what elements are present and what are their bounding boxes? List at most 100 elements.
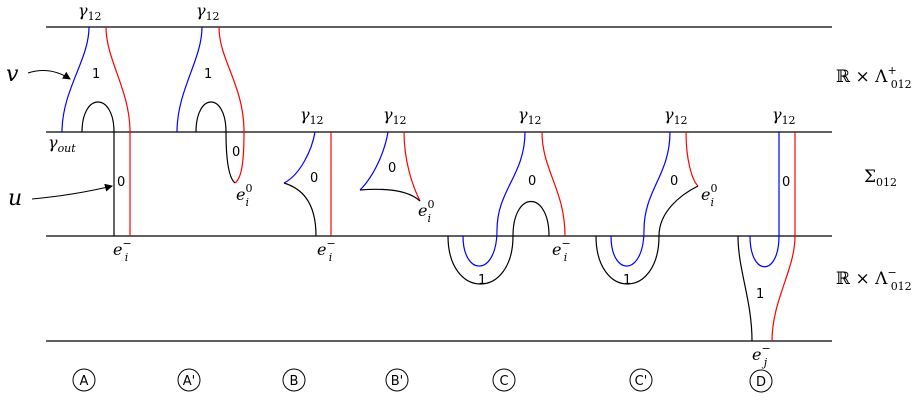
e-label: e−j (752, 342, 771, 369)
level-label-bottom: ℝ × Λ−012 (836, 266, 912, 293)
gamma-label-symbol: γ (300, 105, 310, 124)
region-label-0: 0 (117, 175, 125, 190)
case-text: B' (391, 374, 404, 389)
region-label-0: 0 (388, 161, 396, 176)
case-a: 1 0 γ12 γout e−i (48, 1, 132, 264)
gamma-label: γ12 (383, 105, 407, 127)
gamma-out-label-symbol: γ (48, 133, 58, 152)
label-u: u (8, 186, 22, 211)
gamma-label-sub: 12 (528, 114, 542, 127)
arrow-v (27, 70, 71, 80)
gamma-label: γ12 (664, 105, 688, 127)
level-label-mid-text: Σ (864, 167, 876, 187)
region-label-0: 0 (782, 175, 790, 190)
curve-blue (610, 131, 671, 267)
curve-red (105, 26, 131, 236)
case-text: A (80, 374, 89, 389)
region-label-1: 1 (92, 67, 100, 82)
curve-blue (359, 131, 389, 191)
label-v: v (6, 62, 19, 87)
level-label-top-sup: + (887, 64, 896, 77)
case-circle (492, 368, 516, 392)
e-label-sub: i (427, 212, 431, 225)
curve-black (195, 101, 236, 184)
curve-black (737, 235, 753, 342)
curve-red (403, 131, 421, 202)
region-label-1: 1 (478, 273, 486, 288)
curve-blue (61, 26, 90, 133)
case-text: C (499, 374, 508, 389)
curve-blue (749, 132, 780, 268)
e-label-sup: 0 (427, 198, 434, 211)
gamma-label-symbol: γ (772, 105, 782, 124)
e-label-sup: 0 (245, 182, 252, 195)
curve-blue (283, 131, 316, 184)
e-label-sub: j (761, 356, 768, 369)
curve-red (771, 132, 796, 342)
curve-red (541, 131, 566, 237)
gamma-label-symbol: γ (383, 105, 393, 124)
curve-black (81, 101, 115, 236)
case-label-b-prime: B' (385, 368, 409, 392)
curve-red (685, 131, 699, 187)
case-label-c-prime: C' (629, 368, 653, 392)
arrow-u (31, 183, 113, 200)
region-label-0: 0 (310, 171, 318, 186)
curve-black (359, 188, 421, 202)
case-circle (749, 369, 773, 393)
e-label-sub: i (245, 196, 249, 209)
e-label-sup: − (326, 237, 335, 250)
gamma-label: γ12 (196, 1, 220, 23)
case-circle (629, 368, 653, 392)
region-label-0: 0 (670, 174, 678, 189)
gamma-label-symbol: γ (518, 105, 528, 124)
e-label-sub: i (564, 251, 568, 264)
e-label-symbol: e (113, 240, 122, 259)
e-label-sup: − (761, 342, 770, 355)
case-d: 0 1 γ12 e−j (737, 105, 796, 369)
level-label-top-sub: 012 (891, 78, 912, 91)
gamma-label-sub: 12 (206, 10, 220, 23)
level-label-top: ℝ × Λ+012 (836, 64, 912, 91)
gamma-out-label-sub: out (58, 142, 77, 155)
region-label-1: 1 (756, 287, 764, 302)
case-circle (385, 368, 409, 392)
curve-red (218, 26, 245, 184)
case-label-b: B (282, 368, 306, 392)
e-label-sup: − (561, 237, 570, 250)
case-circle (72, 368, 96, 392)
e-label-sub: i (710, 196, 714, 209)
e-label-symbol: e (418, 201, 427, 220)
gamma-out-label: γout (48, 133, 76, 155)
e-label-sub: i (125, 251, 129, 264)
gamma-label-symbol: γ (196, 1, 206, 20)
gamma-label-sub: 12 (674, 114, 688, 127)
region-label-0: 0 (528, 174, 536, 189)
gamma-label: γ12 (300, 105, 324, 127)
e-label-symbol: e (701, 185, 710, 204)
case-circle (282, 368, 306, 392)
level-label-bottom-sub: 012 (891, 280, 912, 293)
level-label-top-text: ℝ × Λ (836, 67, 888, 87)
case-text: C' (635, 374, 648, 389)
case-label-c: C (492, 368, 516, 392)
gamma-label-sub: 12 (393, 114, 407, 127)
gamma-label: γ12 (78, 1, 102, 23)
case-circle (177, 368, 201, 392)
level-label-mid-sub: 012 (876, 176, 897, 189)
region-label-0: 0 (232, 145, 240, 160)
e-label-symbol: e (752, 345, 761, 364)
curve-black (283, 182, 317, 237)
e-label-symbol: e (317, 240, 326, 259)
case-text: A' (183, 374, 195, 389)
e-label-symbol: e (236, 185, 245, 204)
gamma-label-sub: 12 (782, 114, 796, 127)
gamma-label-sub: 12 (310, 114, 324, 127)
